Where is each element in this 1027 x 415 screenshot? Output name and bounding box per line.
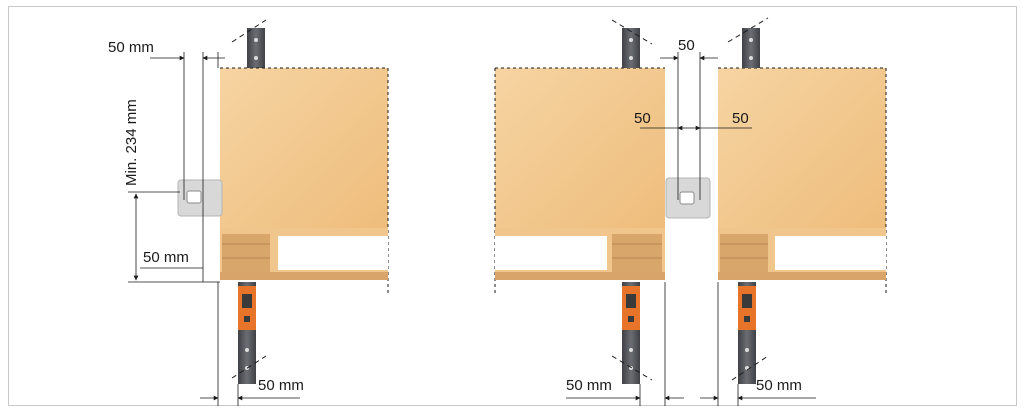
left-top-gap-dimension [150,52,225,282]
right-lower-rail-a [611,282,653,384]
right-left-pallet [495,228,665,280]
right-upper-rail-a [611,19,653,68]
right-bottom-gap-dimension-right [700,282,816,406]
label-right-bottom-left: 50 mm [566,377,612,394]
label-right-inner-left: 50 [634,110,651,127]
left-height-dimension [128,191,220,283]
left-pallet [220,228,388,280]
label-right-top-gap: 50 [678,37,695,54]
label-left-side-gap: 50 mm [143,249,189,266]
diagram-frame [8,6,1017,406]
label-right-inner-right: 50 [732,110,749,127]
label-left-min-height: Min. 234 mm [123,99,140,186]
right-lower-rail-b [731,282,769,384]
label-right-bottom-right: 50 mm [756,377,802,394]
left-load-box [220,68,388,228]
right-bottom-gap-dimension-left [566,282,684,406]
right-upper-rail-b [727,17,769,68]
left-lower-rail [231,282,267,384]
right-right-load-box [718,68,886,228]
right-assembly [494,17,887,406]
left-assembly [128,19,389,406]
right-center-bracket [665,177,711,219]
left-bottom-gap-dimension [200,282,300,406]
label-left-top-gap: 50 mm [108,39,154,56]
label-left-bottom-gap: 50 mm [258,377,304,394]
right-left-load-box [495,68,665,228]
left-bracket [177,179,223,217]
right-right-pallet [718,228,886,280]
left-upper-rail [231,19,267,68]
